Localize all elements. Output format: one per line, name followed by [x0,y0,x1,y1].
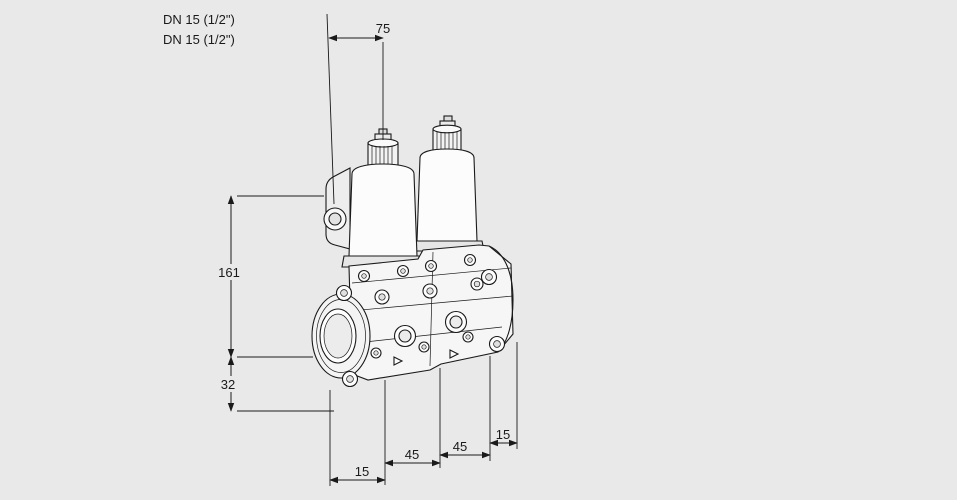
solenoid-right-cap-top [432,124,462,134]
dim-label-161: 161 [218,265,240,280]
dim-label-15-left: 15 [355,464,369,479]
solenoid-right [409,115,485,252]
flange-right-bolt [488,335,506,353]
port [374,289,390,305]
valve-drawing [311,115,514,388]
dim-label-15-right: 15 [496,427,510,442]
flange-left-thread [323,313,353,359]
flow-arrow-icon [393,349,460,366]
mounting-bracket [323,167,351,250]
solenoid-left-knurl-lines [371,146,393,166]
solenoid-right-body [416,148,478,242]
port [470,277,484,291]
screw [462,331,474,343]
flange-left-bolt [335,284,353,302]
extension-line [326,13,335,205]
dimension-bottom-widths: 15 45 45 15 [329,342,518,486]
dimension-heights: 161 32 [214,195,334,412]
label-backing [214,264,245,280]
screw [463,253,477,267]
valve-body [348,244,514,381]
valve-seat [444,310,468,334]
dim-label-75: 75 [376,21,390,36]
port [422,283,438,299]
flange-right-rim [488,245,514,353]
dim-label-45-right: 45 [453,439,467,454]
port-size-label-bottom: DN 15 (1/2") [163,32,235,47]
flange-right-bolt [480,268,498,286]
screw [370,347,382,359]
solenoid-left-cap-top [367,138,399,148]
flange-left [311,284,371,388]
solenoid-right-knurl-lines [436,132,458,151]
valve-body-outline [348,244,514,381]
dimension-top-width: 75 [326,13,390,205]
port-size-label-top: DN 15 (1/2") [163,12,235,27]
valve-seat [393,324,417,348]
dim-label-32: 32 [221,377,235,392]
solenoid-left-body [348,163,418,257]
label-backing [216,376,242,392]
flange-left-bolt [341,370,359,388]
screw [396,264,410,278]
solenoid-left [341,128,425,268]
screw [424,259,438,273]
screw [357,269,371,283]
dimension-annotations: DN 15 (1/2") DN 15 (1/2") 75 161 32 [163,12,518,486]
bracket-hole [328,212,342,226]
dim-label-45-left: 45 [405,447,419,462]
screw [418,341,430,353]
